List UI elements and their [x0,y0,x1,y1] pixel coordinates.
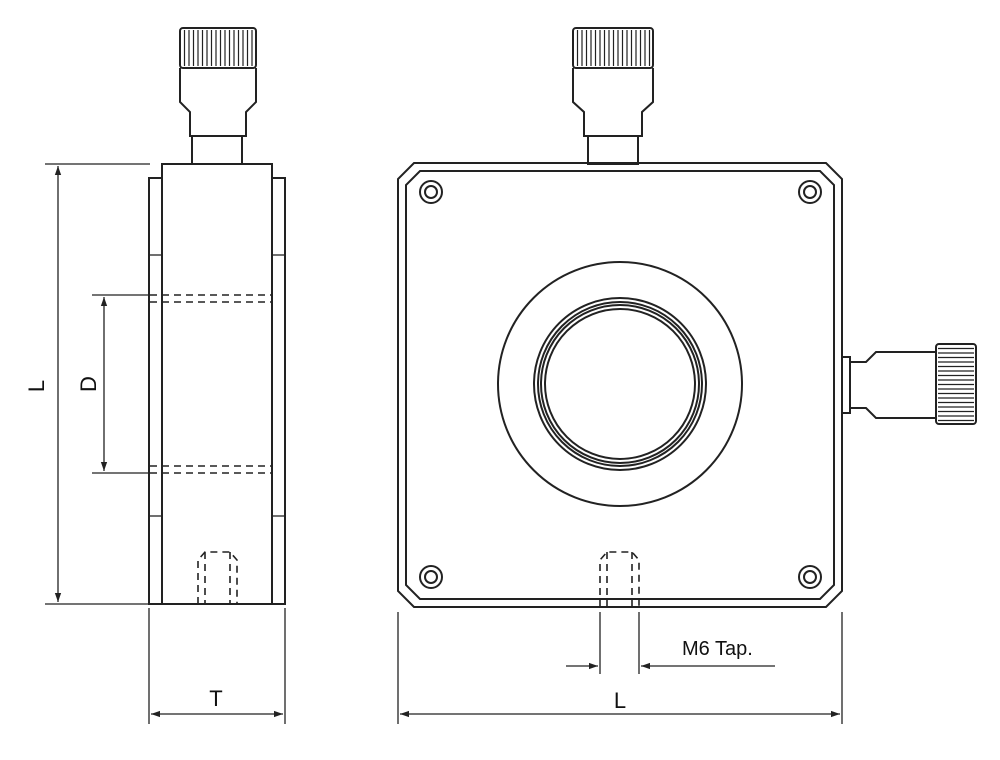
aperture-outer-ring [497,261,743,507]
corner-screw-bottom-left [419,565,443,589]
side-knob-knurl-head [179,27,257,69]
front-plate-inner-edge [405,170,835,600]
front-right-knob-base [841,356,851,414]
side-knob-knurl-lines [183,30,253,66]
corner-screw-top-right [798,180,822,204]
tap-callout-label: M6 Tap. [682,638,753,660]
optic-clear-aperture [544,308,696,460]
retaining-ring-outer [533,297,707,471]
side-body [161,163,273,605]
thickness-label: T [209,686,222,711]
side-knob [179,27,257,165]
retaining-ring-inner [540,304,700,464]
front-top-knob [572,27,654,165]
side-knob-stem [191,135,243,165]
front-tap-hidden-outline [599,551,640,607]
retaining-ring-mid [537,301,703,467]
front-right-knob [841,343,977,425]
front-top-knob-knurl-lines [576,30,651,66]
side-view: L D T [24,27,286,724]
front-right-knob-collar [849,351,937,419]
corner-screw-top-left [419,180,443,204]
front-top-knob-collar [572,68,654,137]
bore-diameter-label: D [76,376,101,392]
side-left-plate [148,177,163,605]
front-top-knob-knurl-head [572,27,654,69]
corner-screw-bottom-right [798,565,822,589]
front-right-knob-knurl-head [935,343,977,425]
front-plate-outline [397,162,843,608]
front-top-knob-stem [587,135,639,165]
front-width-label: L [614,688,626,713]
front-view: M6 Tap. L [397,27,977,724]
side-right-plate [271,177,286,605]
front-right-knob-knurl-lines [938,347,974,422]
side-height-label: L [24,380,49,392]
side-knob-collar [179,68,257,137]
side-tap-hidden-outline [197,551,238,604]
